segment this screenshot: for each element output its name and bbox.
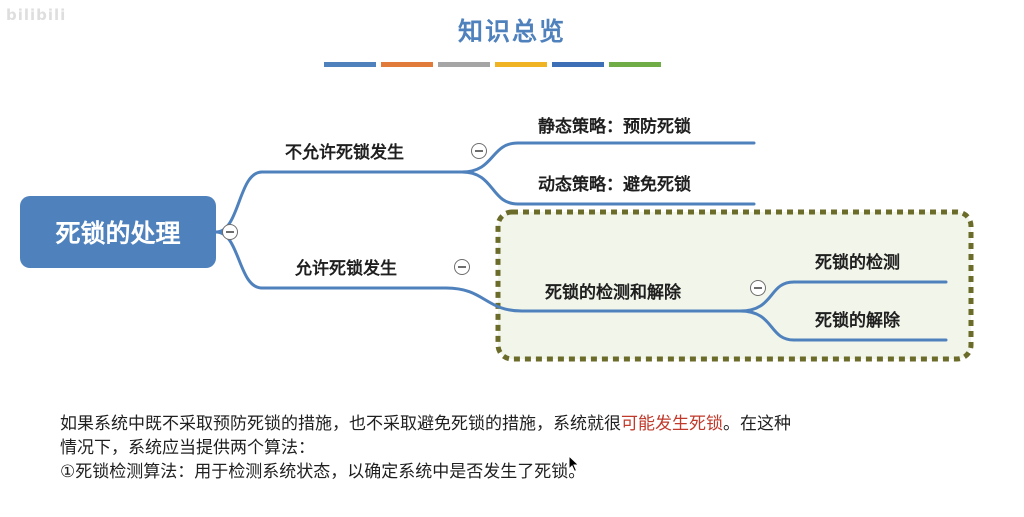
- connector-root-branch2: [214, 230, 264, 290]
- page-title: 知识总览: [457, 17, 566, 46]
- collapse-icon[interactable]: [454, 259, 470, 275]
- text-segment: 如果系统中既不采取预防死锁的措施，也不采取避免死锁的措施，系统就很: [60, 414, 621, 434]
- leaf-node-detection[interactable]: 死锁的检测: [815, 253, 900, 273]
- leaf-node-dynamic-strategy[interactable]: 动态策略：避免死锁: [538, 175, 691, 195]
- explanation-paragraph: 如果系统中既不采取预防死锁的措施，也不采取避免死锁的措施，系统就很可能发生死锁。…: [60, 412, 975, 484]
- connector-detect-child2: [738, 309, 796, 342]
- leaf-node-static-strategy[interactable]: 静态策略：预防死锁: [538, 117, 691, 137]
- color-bar-segment: [495, 62, 547, 67]
- color-bar-segment: [609, 62, 661, 67]
- branch-node-allow-deadlock[interactable]: 允许死锁发生: [295, 259, 397, 279]
- mouse-cursor-icon: [568, 455, 580, 473]
- text-segment: 。在这种: [723, 414, 791, 434]
- collapse-icon[interactable]: [222, 224, 238, 240]
- bilibili-watermark: bilibili: [6, 6, 67, 24]
- text-line-3: ①死锁检测算法：用于检测系统状态，以确定系统中是否发生了死锁。: [60, 462, 586, 482]
- color-bar-segment: [438, 62, 490, 67]
- root-node[interactable]: 死锁的处理: [20, 196, 216, 268]
- highlight-region: [495, 209, 974, 362]
- branch-node-no-deadlock[interactable]: 不允许死锁发生: [285, 143, 404, 163]
- leaf-node-removal[interactable]: 死锁的解除: [815, 311, 900, 331]
- color-bar-segment: [381, 62, 433, 67]
- connector-branch1-child2: [460, 170, 520, 206]
- connector-branch2-detect: [444, 286, 524, 313]
- connector-root-branch1: [214, 170, 264, 234]
- highlighted-text: 可能发生死锁: [621, 414, 723, 434]
- text-line-2: 情况下，系统应当提供两个算法：: [60, 438, 315, 458]
- node-detect-and-remove[interactable]: 死锁的检测和解除: [545, 283, 681, 303]
- connector-branch1-child1: [460, 141, 520, 174]
- text-line-1: 如果系统中既不采取预防死锁的措施，也不采取避免死锁的措施，系统就很可能发生死锁。…: [60, 412, 975, 436]
- connector-detect-child1: [738, 280, 796, 313]
- collapse-icon[interactable]: [471, 143, 487, 159]
- color-bar-segment: [552, 62, 604, 67]
- color-bar-segment: [324, 62, 376, 67]
- collapse-icon[interactable]: [750, 280, 766, 296]
